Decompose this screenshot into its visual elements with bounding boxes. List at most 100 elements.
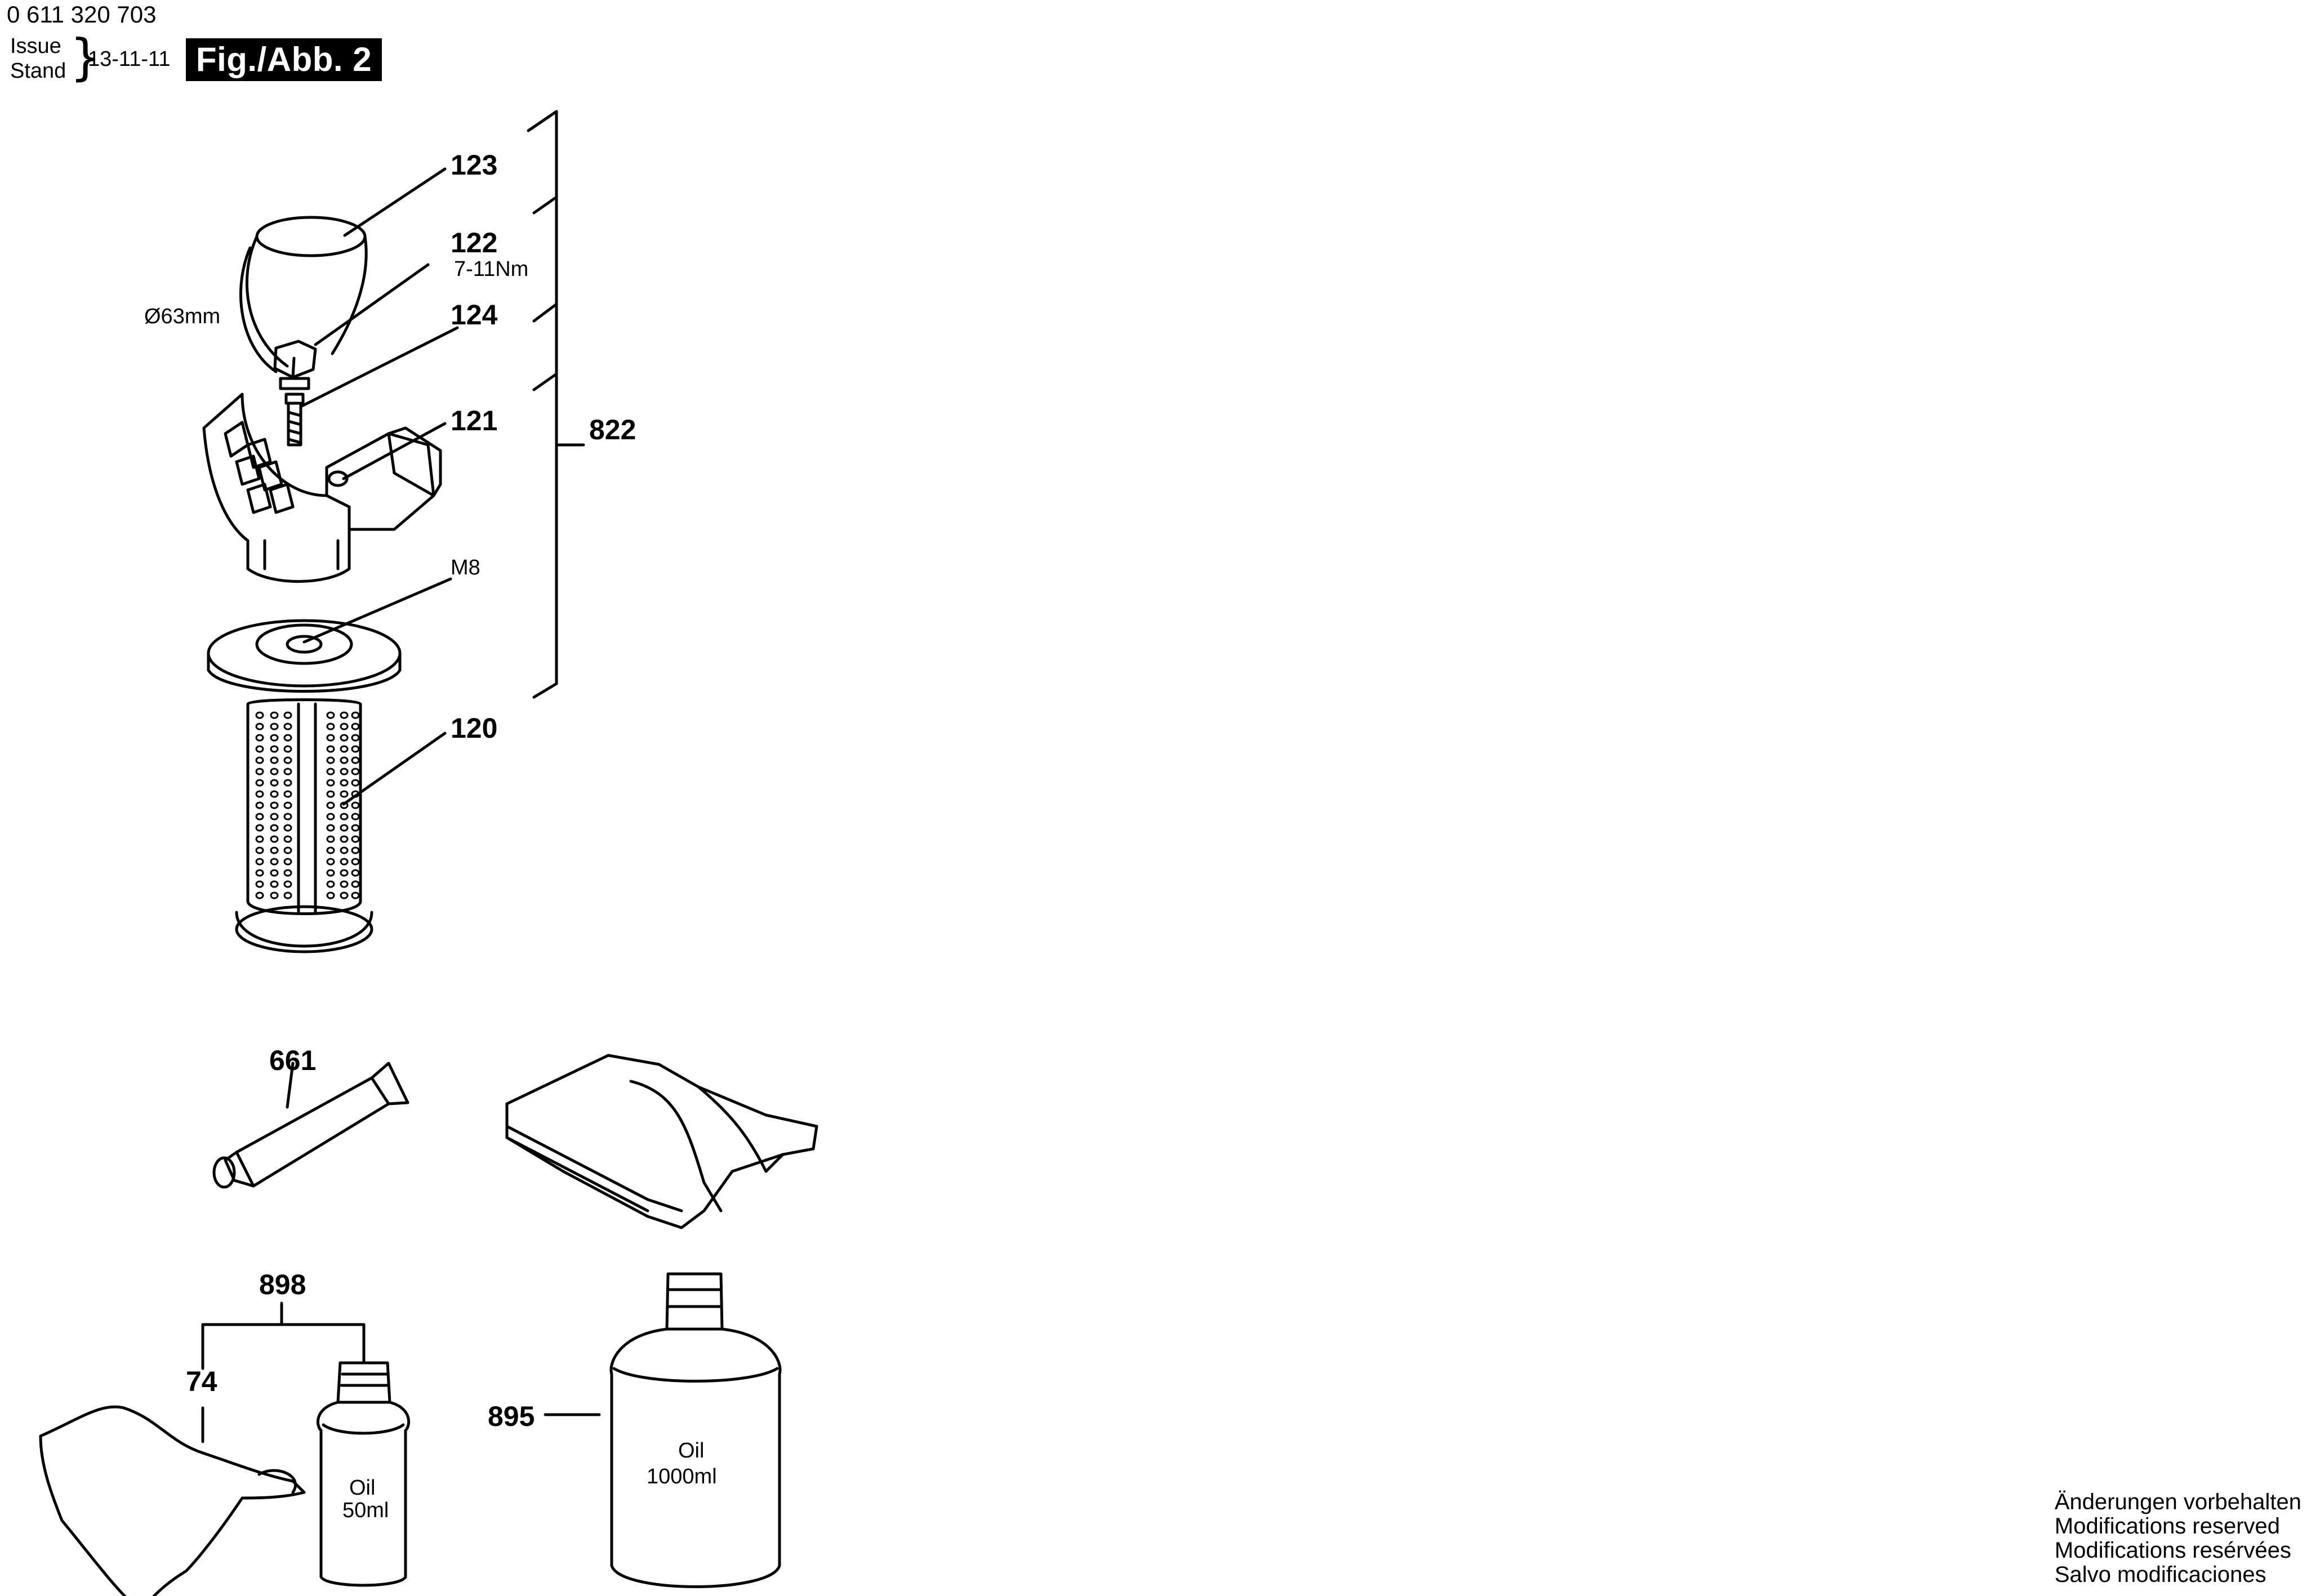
cloth xyxy=(505,1054,818,1229)
grip-dimple xyxy=(283,779,292,787)
grip-dimple xyxy=(351,723,360,730)
grip-dimple xyxy=(255,711,264,719)
grip-dimple xyxy=(270,869,279,877)
grip-dimple xyxy=(270,846,279,854)
issue-stand-label: Issue Stand xyxy=(10,34,66,83)
grip-dimple xyxy=(340,813,349,821)
part-number-123: 123 xyxy=(451,149,497,181)
grip-dimple xyxy=(255,891,264,899)
grip-dimple xyxy=(326,723,335,730)
notice-line-es: Salvo modificaciones xyxy=(2054,1562,2266,1587)
grip-dimple xyxy=(326,756,335,764)
grip-dimple xyxy=(255,846,264,854)
grip-dimple xyxy=(283,734,292,742)
grip-dimple xyxy=(283,756,292,764)
notice-line-en: Modifications reserved xyxy=(2054,1514,2281,1539)
small-bottle-label-line2: 50ml xyxy=(342,1499,389,1522)
grip-dimple xyxy=(340,790,349,798)
grip-dimple xyxy=(351,880,360,888)
grip-dimple xyxy=(255,824,264,832)
grip-dimple xyxy=(255,801,264,809)
grip-dimple xyxy=(326,835,335,843)
part-number-74: 74 xyxy=(186,1366,217,1397)
grip-dimple xyxy=(283,768,292,775)
grip-dimple xyxy=(326,711,335,719)
grip-dimple xyxy=(283,869,292,877)
grip-dimple xyxy=(351,790,360,798)
grip-dimple xyxy=(255,880,264,888)
grip-dimple xyxy=(326,768,335,775)
grip-dimple xyxy=(326,858,335,866)
big-bottle-label-line2: 1000ml xyxy=(647,1465,717,1488)
grip-dimple xyxy=(351,779,360,787)
grip-dimple xyxy=(326,880,335,888)
grip-dimple xyxy=(351,891,360,899)
torque-spec: 7-11Nm xyxy=(454,257,528,281)
grip-dimple xyxy=(255,779,264,787)
document-number: 0 611 320 703 xyxy=(7,1,157,28)
grip-dimple xyxy=(326,734,335,742)
grip-dimple xyxy=(340,723,349,730)
notice-line-de: Änderungen vorbehalten xyxy=(2054,1490,2301,1514)
grip-dimple xyxy=(351,869,360,877)
grip-dimple xyxy=(283,745,292,753)
screw-124 xyxy=(284,393,305,447)
grease-tube-661 xyxy=(212,1062,409,1189)
grip-dimple xyxy=(340,880,349,888)
grip-dimple xyxy=(283,880,292,888)
small-bottle-label-line1: Oil xyxy=(349,1476,375,1500)
grip-dimple xyxy=(270,835,279,843)
grip-dimple xyxy=(351,858,360,866)
grip-dimple xyxy=(351,846,360,854)
grip-dimple xyxy=(326,779,335,787)
part-number-895: 895 xyxy=(488,1401,535,1432)
grip-dimple xyxy=(351,813,360,821)
thread-m8: M8 xyxy=(451,556,480,579)
leader-m8 xyxy=(302,577,452,644)
grip-dimple xyxy=(351,768,360,775)
notice-line-fr: Modifications resérvées xyxy=(2054,1538,2292,1563)
grip-dimple xyxy=(326,846,335,854)
grip-dimple xyxy=(270,880,279,888)
grip-dimples xyxy=(255,711,360,899)
part-number-120: 120 xyxy=(451,712,497,744)
grip-dimple xyxy=(255,768,264,775)
grip-dimple xyxy=(326,801,335,809)
grip-dimple xyxy=(326,891,335,899)
leader-121 xyxy=(342,422,447,480)
grip-dimple xyxy=(255,869,264,877)
grip-dimple xyxy=(255,734,264,742)
leader-122 xyxy=(314,263,430,346)
small-oil-bottle xyxy=(317,1361,411,1587)
leader-661 xyxy=(286,1062,295,1109)
grip-dimple xyxy=(340,779,349,787)
grip-dimple xyxy=(270,858,279,866)
grip-dimple xyxy=(351,835,360,843)
leader-123 xyxy=(343,167,447,237)
grip-dimple xyxy=(255,723,264,730)
issue-label: Issue xyxy=(10,34,61,58)
grip-dimple xyxy=(326,790,335,798)
grip-dimple xyxy=(270,891,279,899)
grip-dimple xyxy=(340,891,349,899)
large-oil-bottle-895 xyxy=(544,1272,782,1588)
grip-dimple xyxy=(270,768,279,775)
handle-grip-120 xyxy=(207,619,402,953)
grip-dimple xyxy=(270,723,279,730)
modification-notice: Änderungen vorbehalten Modifications res… xyxy=(2055,1490,2301,1587)
grip-dimple xyxy=(351,824,360,832)
grip-dimple xyxy=(270,745,279,753)
grip-dimple xyxy=(351,756,360,764)
grip-dimple xyxy=(326,813,335,821)
grip-dimple xyxy=(255,790,264,798)
grip-dimple xyxy=(351,801,360,809)
grip-dimple xyxy=(283,723,292,730)
grip-dimple xyxy=(270,711,279,719)
grip-dimple xyxy=(283,801,292,809)
grip-dimple xyxy=(283,813,292,821)
grip-dimple xyxy=(283,824,292,832)
grip-dimple xyxy=(255,756,264,764)
part-number-124: 124 xyxy=(451,299,498,331)
